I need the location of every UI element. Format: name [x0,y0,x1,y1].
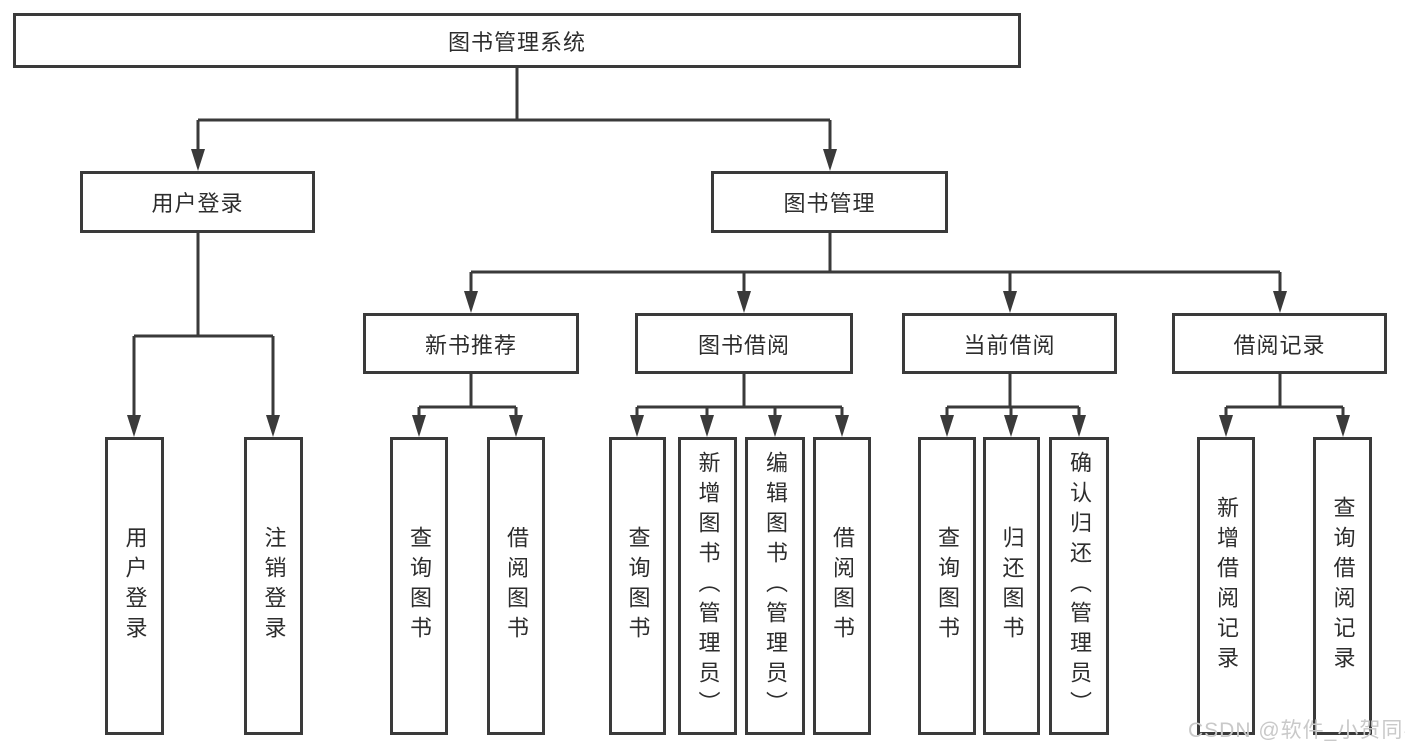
leaf-current-confirm-return-admin: 确认归还（管理员） [1049,437,1109,735]
leaf-recommend-borrow-books: 借阅图书 [487,437,545,735]
leaf-borrowing-borrow-books: 借阅图书 [813,437,871,735]
connector-root-to-level2 [191,68,837,171]
leaf-logout: 注销登录 [244,437,303,735]
csdn-watermark: CSDN @软件_小贺同学 [1188,719,1405,742]
node-library-system: 图书管理系统 [13,13,1021,68]
leaf-borrowing-add-books-admin: 新增图书（管理员） [678,437,737,735]
connector-user-login-to-leaves [127,233,280,437]
leaf-borrowing-query-books: 查询图书 [609,437,666,735]
connector-borrow-records-to-leaves [1219,373,1350,437]
leaf-recommend-query-books: 查询图书 [390,437,448,735]
node-book-management: 图书管理 [711,171,948,233]
node-book-borrowing: 图书借阅 [635,313,853,374]
node-borrowing-records: 借阅记录 [1172,313,1387,374]
node-new-book-recommend: 新书推荐 [363,313,579,374]
leaf-user-login: 用户登录 [105,437,164,735]
connector-book-mgmt-to-level3 [464,233,1287,313]
leaf-records-add-record: 新增借阅记录 [1197,437,1255,735]
node-user-login-group: 用户登录 [80,171,315,233]
leaf-records-query-record: 查询借阅记录 [1313,437,1372,735]
leaf-current-return-books: 归还图书 [983,437,1040,735]
connector-book-borrow-to-leaves [630,373,849,437]
leaf-borrowing-edit-books-admin: 编辑图书（管理员） [745,437,805,735]
connector-new-book-rec-to-leaves [412,373,523,437]
leaf-current-query-books: 查询图书 [918,437,976,735]
connector-current-borrow-to-leaves [940,373,1086,437]
node-current-borrowing: 当前借阅 [902,313,1117,374]
